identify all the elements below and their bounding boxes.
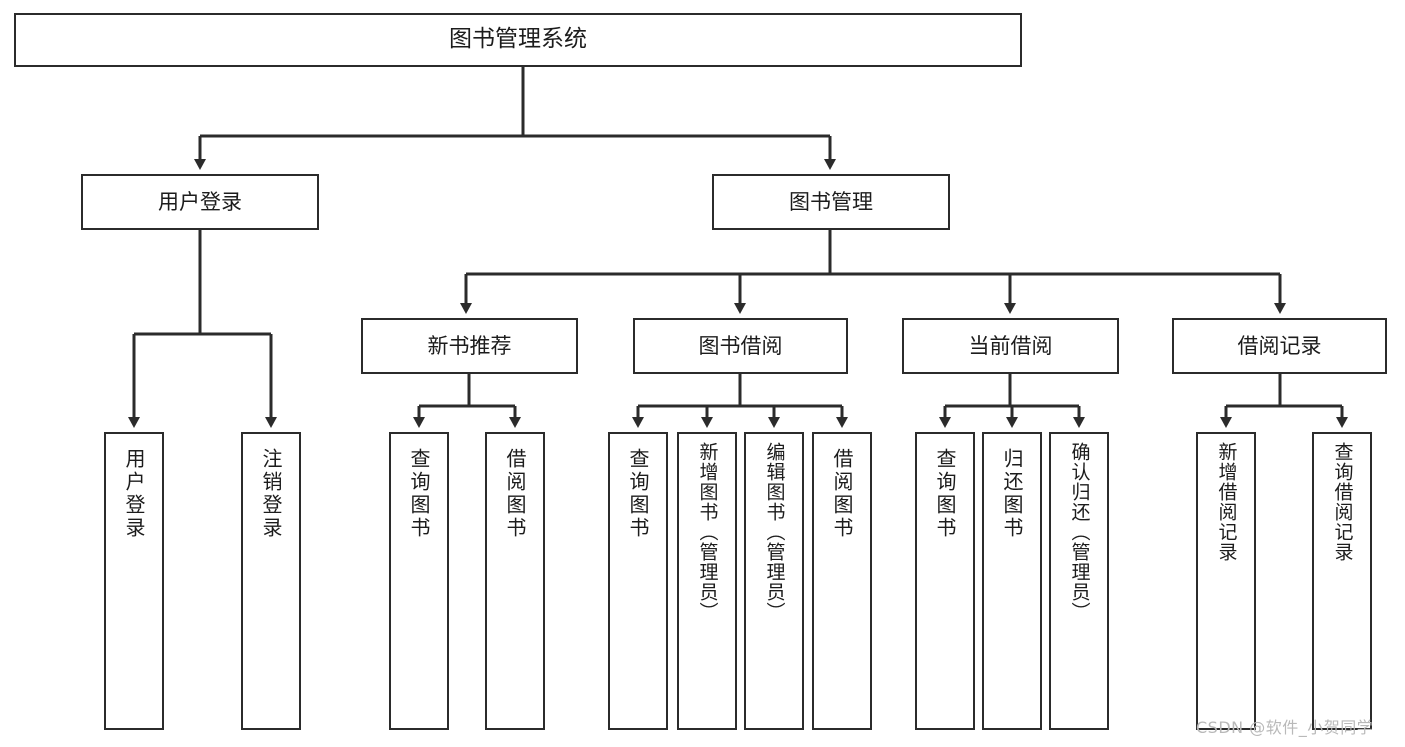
node-leaf-logout[interactable]: 注销登录 <box>241 432 301 730</box>
node-root[interactable]: 图书管理系统 <box>14 13 1022 67</box>
node-leaf-query-record[interactable]: 查询借阅记录 <box>1312 432 1372 730</box>
node-leaf-query-book-2-label: 查询图书 <box>626 448 650 540</box>
node-leaf-user-login-label: 用户登录 <box>122 448 146 540</box>
node-borrow-record[interactable]: 借阅记录 <box>1172 318 1387 374</box>
node-leaf-confirm-return-label: 确认归还（管理员） <box>1068 442 1091 622</box>
node-leaf-logout-label: 注销登录 <box>259 448 283 540</box>
node-book-manage-label: 图书管理 <box>789 189 873 214</box>
node-book-manage[interactable]: 图书管理 <box>712 174 950 230</box>
node-root-label: 图书管理系统 <box>449 26 587 53</box>
node-leaf-add-book-label: 新增图书（管理员） <box>696 442 719 622</box>
node-leaf-borrow-book-1-label: 借阅图书 <box>503 448 527 540</box>
node-new-book-recommend-label: 新书推荐 <box>427 333 512 358</box>
node-user-login-label: 用户登录 <box>158 189 242 214</box>
node-leaf-query-book-1-label: 查询图书 <box>407 448 431 540</box>
node-current-borrow[interactable]: 当前借阅 <box>902 318 1119 374</box>
node-leaf-add-book[interactable]: 新增图书（管理员） <box>677 432 737 730</box>
node-leaf-borrow-book-2-label: 借阅图书 <box>830 448 854 540</box>
node-leaf-query-book-3[interactable]: 查询图书 <box>915 432 975 730</box>
node-leaf-add-record-label: 新增借阅记录 <box>1215 442 1238 562</box>
node-user-login[interactable]: 用户登录 <box>81 174 319 230</box>
csdn-watermark: CSDN @软件_小贺同学 <box>1196 718 1374 737</box>
node-book-borrow-label: 图书借阅 <box>698 333 783 358</box>
node-leaf-query-record-label: 查询借阅记录 <box>1331 442 1354 562</box>
node-new-book-recommend[interactable]: 新书推荐 <box>361 318 578 374</box>
node-leaf-edit-book-label: 编辑图书（管理员） <box>763 442 786 622</box>
node-leaf-query-book-3-label: 查询图书 <box>933 448 957 540</box>
node-leaf-borrow-book-1[interactable]: 借阅图书 <box>485 432 545 730</box>
node-book-borrow[interactable]: 图书借阅 <box>633 318 848 374</box>
node-leaf-query-book-1[interactable]: 查询图书 <box>389 432 449 730</box>
node-leaf-add-record[interactable]: 新增借阅记录 <box>1196 432 1256 730</box>
node-leaf-return-book-label: 归还图书 <box>1000 448 1024 540</box>
node-leaf-query-book-2[interactable]: 查询图书 <box>608 432 668 730</box>
node-borrow-record-label: 借阅记录 <box>1237 333 1322 358</box>
node-leaf-borrow-book-2[interactable]: 借阅图书 <box>812 432 872 730</box>
node-leaf-return-book[interactable]: 归还图书 <box>982 432 1042 730</box>
node-leaf-user-login[interactable]: 用户登录 <box>104 432 164 730</box>
node-leaf-edit-book[interactable]: 编辑图书（管理员） <box>744 432 804 730</box>
node-leaf-confirm-return[interactable]: 确认归还（管理员） <box>1049 432 1109 730</box>
node-current-borrow-label: 当前借阅 <box>968 333 1053 358</box>
